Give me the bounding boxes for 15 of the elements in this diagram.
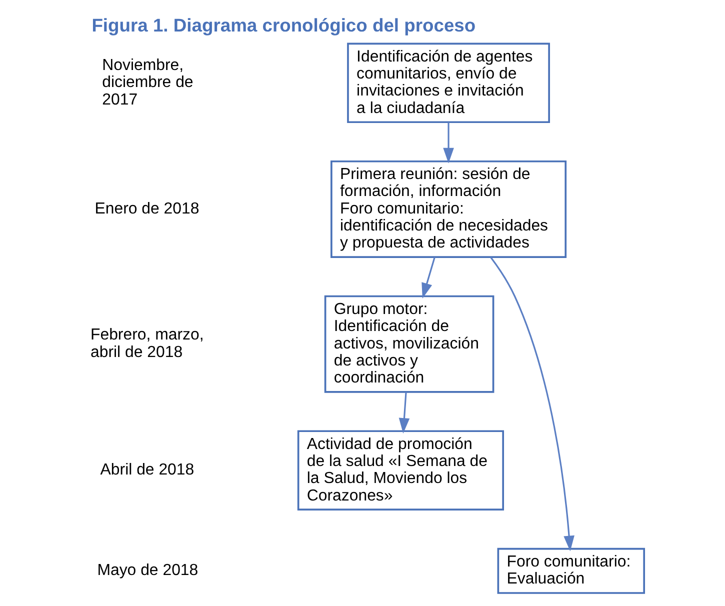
node-box: Foro comunitario: Evaluación [496,548,645,594]
node-box: Grupo motor: Identificación de activos, movilización de activos y coordinación [324,295,494,393]
label: Febrero, marzo, abril de 2018 [90,326,204,361]
label: Mayo de 2018 [96,562,198,580]
arrow [490,256,574,552]
diagram-title: Figura 1. Diagrama cronológico del proceso [91,14,476,36]
label: Enero de 2018 [94,200,199,218]
node-box: Actividad de promoción de la salud «I Semana de la Salud, Moviendo los Corazones» [296,430,504,511]
arrow [442,122,454,164]
node-box: Primera reunión: sesión de formación, información Foro comunitario: identificación de necesidades y propuesta de actividades [330,160,566,258]
arrow [421,256,435,298]
label: Noviembre, diciembre de 2017 [102,56,193,108]
label: Abril de 2018 [100,462,194,479]
arrow [398,392,410,434]
node-box: Identificación de agentes comunitarios, envío de invitaciones e invitación a la ciudadanía [346,42,550,124]
